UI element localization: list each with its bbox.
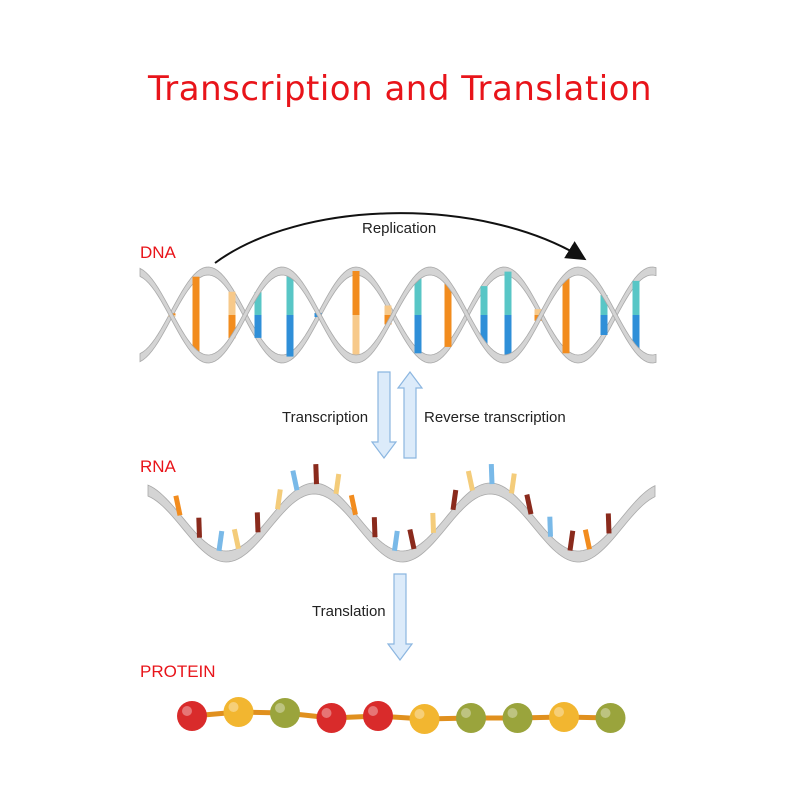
rna-base [524, 494, 534, 515]
transcription-label: Transcription [282, 409, 368, 426]
dna-base [254, 315, 262, 338]
amino-acid-highlight [182, 706, 192, 716]
dna-strand-back [139, 266, 657, 364]
dna-base [286, 315, 294, 357]
dna-base [192, 276, 200, 315]
amino-acid [595, 703, 626, 733]
rna-base [333, 473, 342, 495]
rna-base [313, 464, 319, 485]
rna-base [465, 470, 475, 492]
dna-base [254, 292, 262, 315]
rna-base [196, 517, 202, 538]
amino-acid [223, 697, 254, 727]
rna-base [348, 494, 358, 516]
amino-acid [409, 704, 440, 734]
amino-acid-highlight [414, 709, 425, 719]
dna-base [444, 283, 452, 315]
amino-acid-highlight [600, 708, 611, 718]
rna-base [605, 513, 612, 534]
rna-label: RNA [140, 457, 177, 476]
rna-base [582, 529, 592, 550]
amino-acid [177, 701, 207, 731]
dna-base [562, 276, 570, 315]
dna-base [384, 305, 392, 315]
transcription-arrow [370, 371, 398, 459]
replication-label: Replication [362, 220, 436, 237]
rna-base [509, 473, 517, 494]
dna-base [562, 315, 570, 354]
amino-acid-highlight [461, 708, 471, 718]
rna-strand [147, 463, 656, 563]
dna-base [632, 315, 640, 350]
rna-base [567, 530, 576, 551]
reverse-transcription-label: Reverse transcription [424, 409, 566, 426]
amino-acid-highlight [228, 702, 239, 712]
page-title: Transcription and Translation [147, 69, 652, 109]
rna-base [275, 489, 283, 510]
dna-base [414, 276, 422, 315]
rna-base [547, 516, 553, 537]
rna-base [430, 512, 436, 533]
dna-base [352, 315, 360, 359]
amino-acid-highlight [275, 703, 285, 713]
rna-base [254, 512, 261, 533]
rna-base [173, 495, 183, 516]
reverse-transcription-arrow [396, 371, 424, 459]
dna-base [600, 315, 608, 335]
amino-acid [502, 703, 533, 733]
dna-base [600, 295, 608, 315]
dna-base [504, 315, 512, 359]
dna-base [632, 280, 640, 315]
amino-acid [549, 702, 579, 732]
protein-label: PROTEIN [140, 662, 216, 681]
amino-acid [456, 703, 486, 733]
rna-base [371, 517, 378, 538]
rna-base [216, 530, 225, 552]
amino-acid-highlight [368, 706, 378, 716]
dna-label: DNA [140, 243, 177, 262]
dna-base [352, 271, 360, 315]
dna-double-helix [139, 266, 657, 364]
amino-acid-highlight [321, 708, 332, 718]
dna-base [228, 315, 236, 339]
dna-base [286, 273, 294, 315]
amino-acid-highlight [554, 707, 564, 717]
amino-acid-highlight [507, 708, 518, 718]
dna-strand-front [139, 266, 657, 364]
dna-base [444, 315, 452, 347]
rna-base [392, 530, 400, 552]
translation-label: Translation [312, 603, 386, 620]
amino-acid [316, 703, 347, 733]
dna-base [414, 315, 422, 354]
dna-base [480, 315, 488, 344]
dna-base [534, 309, 542, 315]
rna-base [450, 489, 459, 511]
translation-arrow [386, 573, 414, 661]
dna-base [228, 291, 236, 315]
rna-backbone [147, 482, 656, 563]
rna-base [231, 528, 241, 550]
rna-base [290, 470, 300, 491]
amino-acid [270, 698, 300, 728]
rna-base [407, 528, 417, 550]
replication-arrow [214, 212, 587, 264]
dna-base [192, 315, 200, 354]
dna-base [504, 271, 512, 315]
rna-base [488, 463, 495, 485]
dna-base [480, 286, 488, 315]
protein-chain [177, 697, 626, 734]
amino-acid [363, 701, 393, 731]
